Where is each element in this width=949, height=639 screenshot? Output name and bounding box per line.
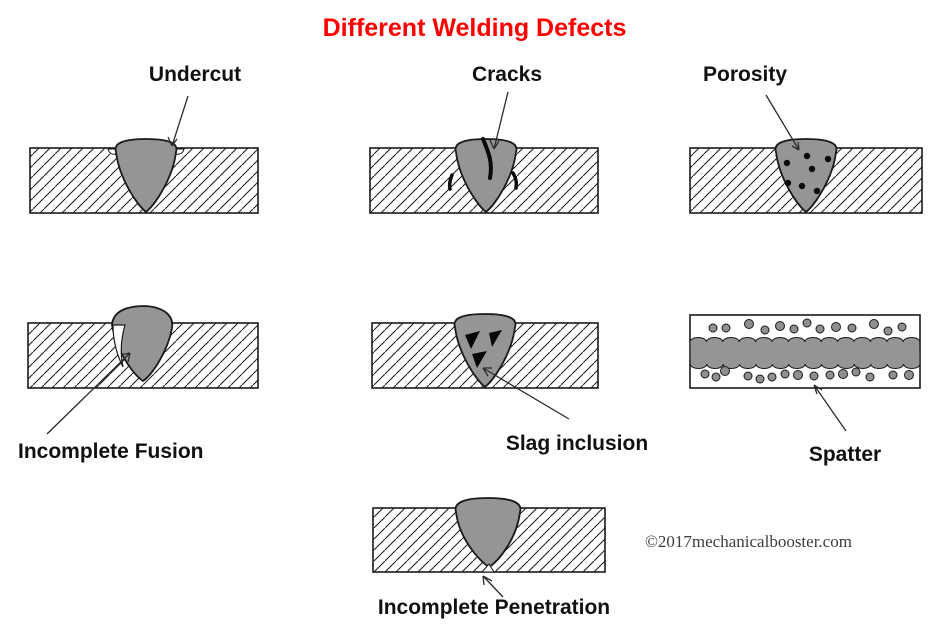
spatter-drops: [700, 318, 914, 384]
cracks-arrow: [489, 91, 509, 150]
slag-particles: [465, 330, 502, 368]
spatter-diagram: [689, 314, 921, 432]
undercut-weld-bead: [114, 138, 178, 214]
incomplete-penetration-label: Incomplete Penetration: [377, 596, 611, 619]
penetration-weld-bead: [454, 497, 522, 569]
crack-toe-left: [447, 173, 454, 191]
cracks-weld-bead: [454, 138, 518, 214]
porosity-label: Porosity: [702, 63, 788, 86]
cracks-label: Cracks: [471, 63, 543, 86]
undercut-label: Undercut: [148, 63, 242, 86]
porosity-arrow: [765, 94, 800, 151]
fusion-arrow: [46, 352, 131, 435]
slag-inclusion-diagram: [371, 313, 599, 420]
crack-main: [481, 137, 493, 180]
spatter-label: Spatter: [808, 443, 882, 466]
penetration-arrow: [482, 575, 504, 598]
fusion-weld-bead: [111, 305, 174, 383]
incomplete-fusion-diagram: [27, 305, 259, 435]
porosity-pores: [783, 152, 832, 195]
porosity-weld-bead: [774, 138, 838, 214]
watermark: ©2017mechanicalbooster.com: [645, 532, 852, 551]
crack-toe-right: [511, 171, 519, 190]
penetration-root-gap: [480, 563, 495, 573]
incomplete-penetration-diagram: [372, 497, 606, 598]
slag-arrow: [482, 367, 570, 420]
porosity-diagram: [689, 94, 923, 214]
cracks-diagram: [369, 91, 599, 214]
figure-title: Different Welding Defects: [322, 14, 627, 42]
undercut-arrow: [167, 95, 189, 147]
fusion-gap: [112, 324, 126, 368]
undercut-diagram: [29, 95, 259, 214]
slag-inclusion-label: Slag inclusion: [505, 432, 649, 455]
spatter-arrow: [813, 384, 847, 432]
incomplete-fusion-label: Incomplete Fusion: [18, 440, 204, 463]
spatter-weld-band: [689, 336, 921, 370]
